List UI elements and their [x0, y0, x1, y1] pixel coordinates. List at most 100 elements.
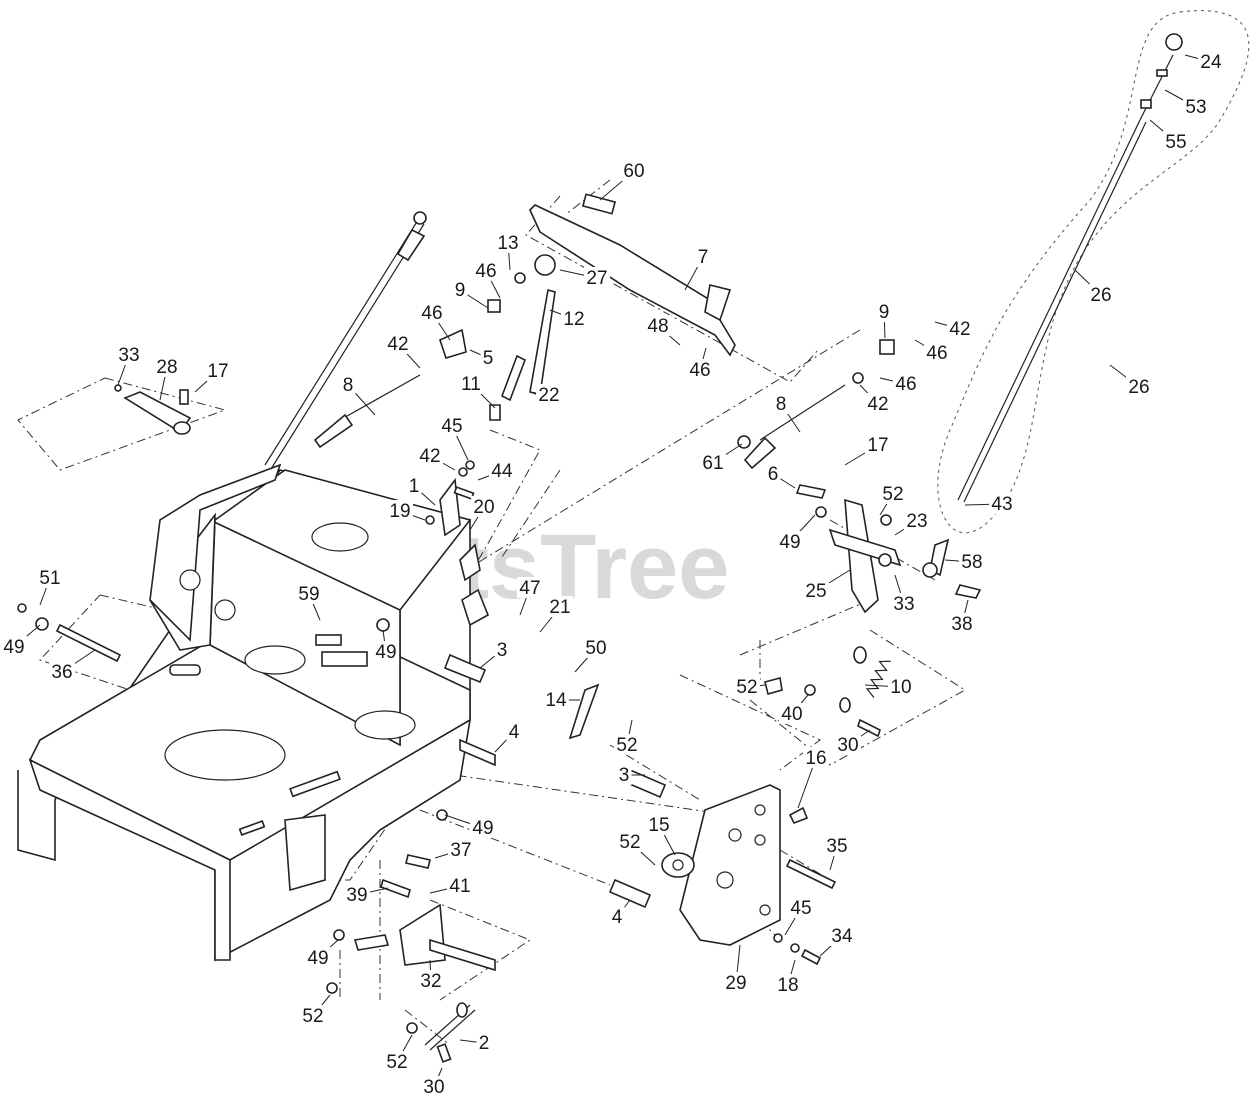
callout-background	[340, 374, 356, 395]
callout: 35	[824, 835, 850, 871]
shift-rod-8-right	[743, 384, 846, 470]
callout: 60	[599, 160, 647, 201]
callout-number: 16	[805, 748, 826, 769]
callout: 52	[734, 676, 766, 698]
callout: 33	[891, 574, 917, 615]
callout-number: 11	[461, 374, 481, 395]
callout-number: 60	[623, 161, 644, 182]
callout: 14	[543, 689, 580, 711]
callout-background	[387, 500, 413, 521]
callout-number: 42	[949, 319, 970, 340]
callout: 13	[495, 232, 521, 271]
callout-background	[775, 974, 801, 995]
callout: 52	[384, 1034, 413, 1073]
callout: 1	[406, 475, 436, 506]
callout-background	[517, 577, 543, 598]
callout-number: 23	[906, 511, 927, 532]
callout-number: 52	[736, 677, 757, 698]
shift-rod-8-left	[313, 374, 421, 449]
callout-number: 36	[51, 662, 72, 683]
callout-background	[417, 445, 443, 466]
handle-bar	[439, 193, 736, 421]
callout-number: 4	[612, 907, 623, 928]
callout-number: 49	[307, 948, 328, 969]
callout-number: 40	[781, 704, 802, 725]
callout-background	[439, 415, 465, 436]
callout: 36	[49, 649, 96, 683]
callout: 49	[1, 624, 41, 658]
callout-number: 26	[1090, 285, 1111, 306]
callout-number: 2	[479, 1033, 490, 1054]
callout-background	[779, 703, 805, 724]
callout: 17	[194, 360, 231, 393]
callout-number: 20	[473, 497, 494, 518]
callout-number: 1	[409, 476, 420, 497]
callout: 30	[421, 1067, 447, 1098]
pedal-arm-32	[353, 903, 496, 972]
callout: 46	[914, 339, 950, 364]
callout: 25	[803, 569, 851, 602]
callout-number: 49	[3, 637, 24, 658]
callout: 15	[646, 814, 676, 856]
callout-number: 52	[302, 1006, 323, 1027]
callout-background	[1198, 51, 1224, 72]
callout-number: 27	[586, 268, 607, 289]
callout-number: 58	[961, 552, 982, 573]
callout: 61	[700, 443, 743, 474]
callout-number: 28	[156, 357, 177, 378]
callout-background	[645, 315, 671, 336]
callout: 43	[964, 493, 1015, 515]
callout: 49	[777, 514, 816, 553]
callout-number: 21	[549, 597, 570, 618]
callout: 11	[458, 373, 496, 409]
callout: 17	[844, 434, 891, 466]
callout: 46	[687, 347, 713, 381]
callout-background	[880, 483, 906, 504]
callout-number: 46	[689, 360, 710, 381]
callout-number: 61	[702, 453, 723, 474]
callout-number: 17	[207, 361, 228, 382]
callout-number: 34	[831, 926, 853, 947]
callout-background	[495, 232, 521, 253]
callout-number: 46	[926, 343, 947, 364]
callout-number: 42	[387, 334, 408, 355]
callout-number: 42	[867, 394, 888, 415]
callout-number: 9	[455, 280, 466, 301]
callout: 45	[784, 897, 814, 936]
extension-spring-10	[839, 646, 891, 713]
callout: 52	[617, 831, 656, 866]
callout: 58	[944, 551, 985, 573]
callout-number: 45	[790, 898, 811, 919]
callout-number: 50	[585, 638, 606, 659]
callout: 30	[835, 729, 871, 756]
callout-background	[489, 460, 515, 481]
callout: 40	[779, 694, 809, 725]
callout: 23	[894, 510, 930, 536]
callout-number: 3	[497, 640, 508, 661]
callout-background	[458, 373, 484, 394]
pivot-shaft	[114, 384, 192, 435]
callout-number: 49	[472, 818, 493, 839]
callout-background	[418, 970, 444, 991]
callout: 46	[419, 302, 451, 341]
callout-number: 52	[619, 832, 640, 853]
callout: 21	[539, 596, 573, 633]
callout-background	[959, 551, 985, 572]
callout-background	[205, 360, 231, 381]
callout-number: 19	[389, 501, 410, 522]
callout-background	[888, 676, 914, 697]
callout: 16	[797, 747, 829, 809]
callout: 9	[876, 301, 892, 339]
callout: 26	[1109, 364, 1152, 398]
callout-number: 18	[777, 975, 798, 996]
callout-background	[700, 452, 726, 473]
callout-number: 24	[1200, 52, 1222, 73]
callout: 42	[417, 445, 456, 471]
callout-number: 49	[779, 532, 800, 553]
callout-background	[646, 814, 672, 835]
callout-number: 55	[1165, 132, 1186, 153]
callout-background	[584, 267, 610, 288]
callout-number: 42	[419, 446, 440, 467]
callout-number: 9	[879, 302, 890, 323]
